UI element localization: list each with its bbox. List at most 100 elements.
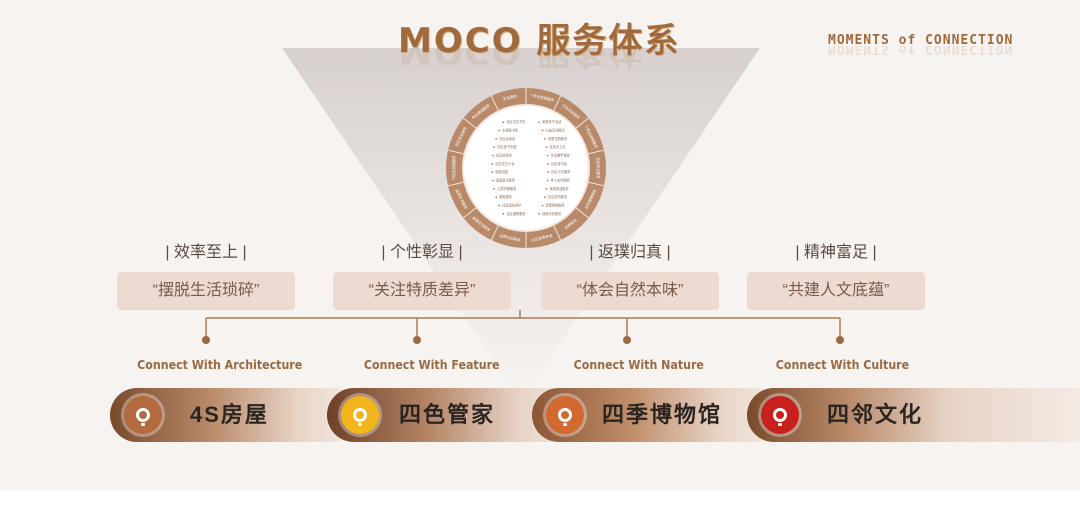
wheel-inner-item: 社区义诊服务 [551,169,571,174]
pill-four-season-museum[interactable]: 四季博物馆 [532,388,782,442]
culture-icon [761,396,799,434]
wheel-segment-divider [490,95,499,111]
wheel-inner-item: 老人关怀服务 [551,178,571,183]
museum-icon [546,396,584,434]
connector-dot-2 [413,336,421,344]
wheel-item-bullet [498,129,500,132]
wheel-item-bullet [495,196,498,198]
wheel-item-bullet [546,179,549,182]
wheel-inner-item: 儿童托管服务 [497,186,517,191]
title-block: MOCO 服务体系 MOCO 服务体系 [398,20,681,90]
wheel-outer-label: 个性化定制服务 [451,155,456,181]
value-column-4: | 精神富足 | “共建人文底蕴” [747,242,925,310]
pill-label: 四邻文化 [827,402,924,427]
wheel-segment-divider [447,149,464,155]
wheel-item-bullet [538,121,540,123]
wheel-outer-label: 个性化定制服务 [529,92,555,103]
value-title: | 返璞归真 | [589,244,671,261]
wheel-item-bullet [547,171,549,173]
value-column-3: | 返璞归真 | “体会自然本味” [541,242,719,310]
connector-dot-3 [623,336,631,344]
wheel-outer-label: 生活服务 [502,93,518,101]
wheel-item-bullet [493,188,495,190]
value-quote-box: “体会自然本味” [541,272,719,310]
wheel-inner-item: 快递代收服务 [542,211,562,216]
wheel-inner-item: 社区读书会 [551,161,568,166]
wheel-outer-label: 品质社区服务 [499,233,522,243]
wheel-item-bullet [502,213,505,215]
connect-label-2: Connect With Feature [363,358,500,372]
wheel-item-bullet [492,179,494,182]
wheel-inner-item: 生活美学课堂 [551,153,570,158]
wheel-segment-divider [553,95,562,111]
wheel-inner-item: 社区手工坊 [550,144,567,149]
wheel-segment-divider [588,181,605,187]
wheel-inner-item: 社区亲子乐园 [497,144,516,149]
house-icon [124,396,162,434]
wheel-segment-divider [463,117,477,129]
wheel-item-bullet [493,146,495,148]
wheel-item-bullet [498,204,500,207]
pill-label: 四季博物馆 [602,402,723,427]
wheel-item-bullet [544,196,546,198]
wheel-item-bullet [492,154,494,157]
wheel-inner-item: 社区运动会 [499,136,516,141]
wheel-item-bullet [547,163,549,165]
wheel-inner-item: 社区烘焙坊 [496,153,513,158]
tagline-reflection: MOMENTS of CONNECTION [828,46,1014,56]
connect-label-4: Connect With Culture [775,358,910,372]
wheel-item-bullet [546,154,549,157]
wheel-inner-item: 社区绿化养护 [502,203,521,208]
connector-dot-1 [202,336,210,344]
wheel-item-bullet [491,163,494,165]
wheel-segment-divider [575,117,589,129]
wheel-segment-divider [447,181,464,187]
wheel-inner-item: 社区花艺沙龙 [495,161,515,166]
value-quote-box: “共建人文底蕴” [747,272,925,310]
value-column-2: | 个性彰显 | “关注特质差异” [333,242,511,310]
value-column-1: | 效率至上 | “摆脱生活琐碎” [117,242,295,310]
connector-dot-4 [836,336,844,344]
pill-label: 4S房屋 [190,402,269,427]
connect-label-1: Connect With Architecture [137,358,303,372]
wheel-segment-divider [490,225,499,241]
wheel-inner-disc [464,106,588,230]
wheel-segment-divider [553,225,562,241]
value-title: | 个性彰显 | [381,244,463,261]
wheel-inner-item: 管家服务 [499,194,513,199]
wheel-item-bullet [495,138,498,140]
page-title: MOCO 服务体系 [398,21,681,61]
tagline-block: MOMENTS of CONNECTION MOMENTS of CONNECT… [828,33,1038,56]
wheel-item-bullet [545,146,548,148]
wheel-inner-item: 社区安防服务 [548,194,568,199]
value-title: | 精神富足 | [795,244,877,261]
value-quote-box: “关注特质差异” [333,272,511,310]
wheel-segment-divider [575,207,589,219]
service-wheel: 个性化定制服务文化活动服务个性化定制服务社区商业服务社区健康服务品质服务社区居家… [446,88,606,248]
wheel-item-bullet [541,129,544,132]
diagram-canvas: MOCO 服务体系 MOCO 服务体系 MOMENTS of CONNECTIO… [0,0,1080,490]
wheel-item-bullet [502,121,505,123]
page-title-reflection: MOCO 服务体系 [398,48,648,71]
wheel-item-bullet [538,213,540,215]
pill-neighbor-culture[interactable]: 四邻文化 [747,388,1080,442]
connect-label-3: Connect With Nature [573,358,704,372]
wheel-inner-item: 主题读书会 [502,128,519,133]
wheel-inner-item: 家政保洁服务 [550,186,570,191]
wheel-inner-item: 邻里互助服务 [548,136,568,141]
pill-4s-house[interactable]: 4S房屋 [110,388,360,442]
wheel-item-bullet [544,138,546,140]
wheel-inner-item: 健康讲座 [495,169,509,174]
wheel-outer-label: 社区居家养老 [531,233,554,243]
wheel-item-bullet [545,188,548,190]
butler-icon [341,396,379,434]
wheel-segment-divider [463,207,477,219]
wheel-inner-item: 家庭亲子活动 [542,119,561,124]
wheel-inner-item: 社区文化节日 [506,119,525,124]
wheel-item-bullet [541,204,544,207]
connector-tree [202,310,844,344]
value-quote-box: “摆脱生活琐碎” [117,272,295,310]
tagline: MOMENTS of CONNECTION [828,33,1014,48]
value-title: | 效率至上 | [165,244,247,261]
wheel-segment-divider [588,149,605,155]
